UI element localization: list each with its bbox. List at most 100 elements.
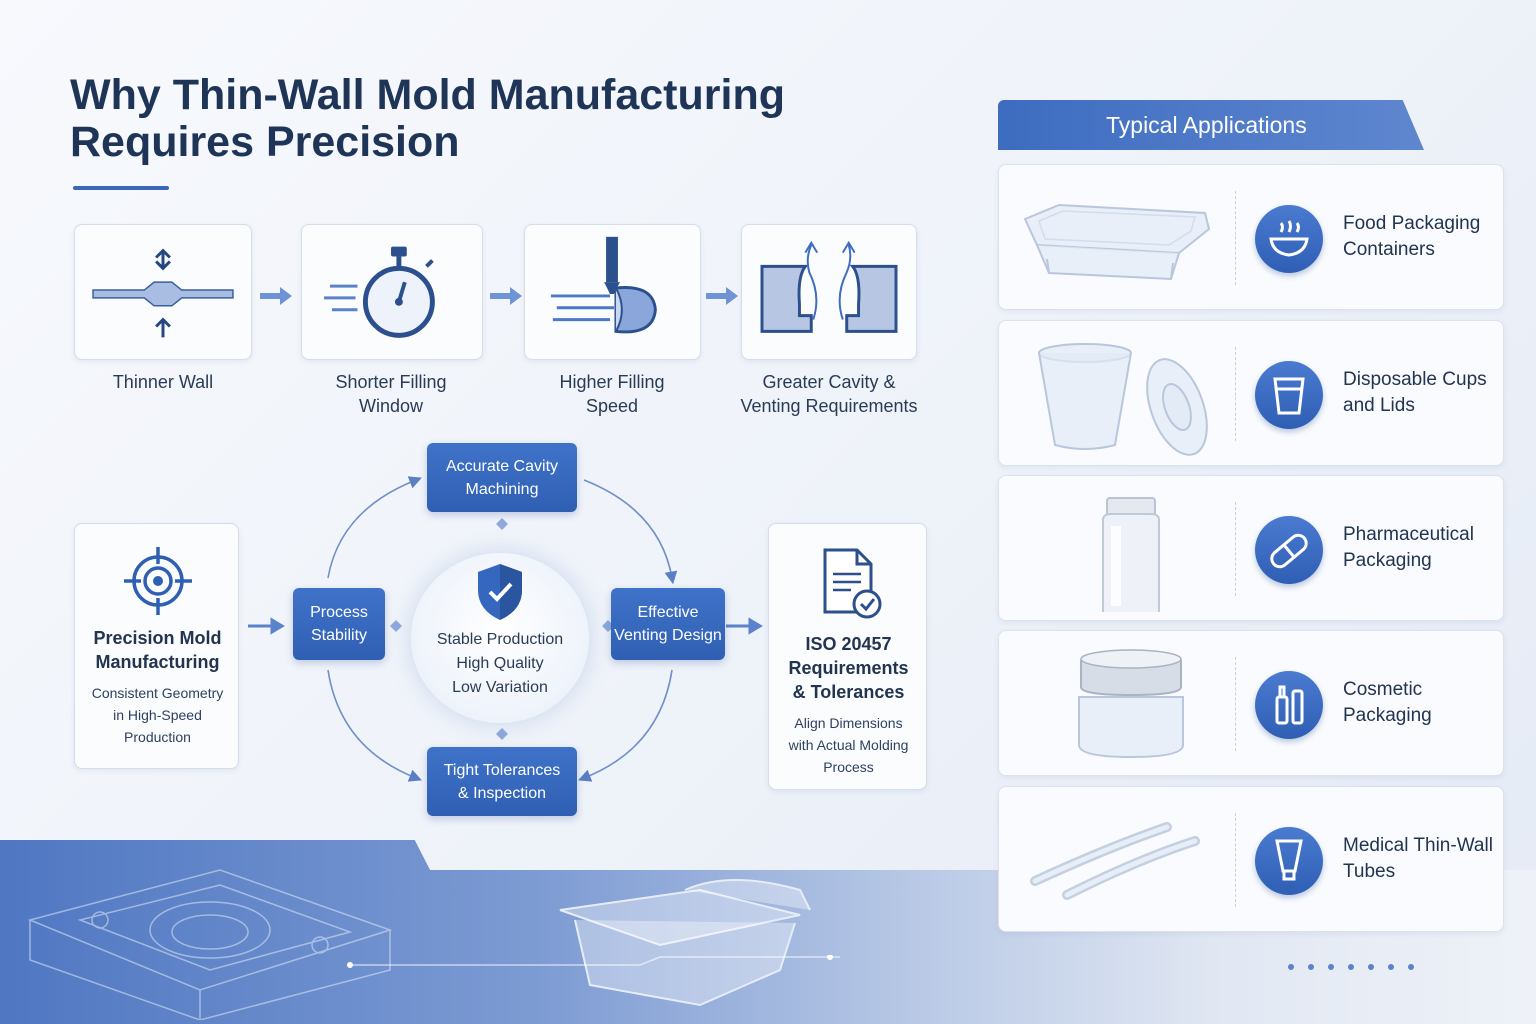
iso-subtitle: Align Dimensions with Actual Molding Pro… xyxy=(769,712,928,778)
arrow-right-icon xyxy=(490,287,522,305)
cycle-box-line: Effective xyxy=(637,604,699,621)
cycle-box-line: Process xyxy=(310,604,368,621)
title-line-2: Requires Precision xyxy=(70,118,460,166)
food-container-image xyxy=(1023,203,1211,281)
cycle-box-line: Stability xyxy=(310,627,368,644)
app-card-cosmetic: Cosmetic Packaging xyxy=(998,630,1504,776)
step-label-shorter-filling: Shorter Filling Window xyxy=(291,370,491,418)
iso-title: ISO 20457 Requirements & Tolerances xyxy=(769,632,928,704)
arrow-right-icon xyxy=(706,287,738,305)
cycle-box-tolerances: Tight Tolerances & Inspection xyxy=(427,747,577,816)
app-card-food-packaging: Food Packaging Containers xyxy=(998,164,1504,310)
applications-header: Typical Applications xyxy=(998,100,1424,150)
arrow-right-icon xyxy=(260,287,292,305)
app-label-line: Containers xyxy=(1343,239,1435,260)
card-title-line: Manufacturing xyxy=(95,652,220,672)
step-card-thinner-wall xyxy=(74,224,252,360)
card-sub-line: in High-Speed xyxy=(113,707,202,723)
step-label-venting: Greater Cavity & Venting Requirements xyxy=(724,370,934,418)
tube-icon xyxy=(1255,827,1323,895)
center-text-line: Stable Production xyxy=(436,631,564,648)
card-sub-line: Process xyxy=(823,759,874,775)
cycle-box-venting-design: Effective Venting Design xyxy=(611,588,725,660)
precision-mold-subtitle: Consistent Geometry in High-Speed Produc… xyxy=(75,682,240,748)
step-card-venting xyxy=(741,224,917,360)
cycle-box-line: & Inspection xyxy=(457,784,547,802)
app-divider xyxy=(1235,657,1236,751)
step-label-line: Window xyxy=(358,396,424,416)
center-text-line: Low Variation xyxy=(452,679,548,696)
pill-bottle-image xyxy=(1102,497,1160,612)
applications-header-text: Typical Applications xyxy=(1106,112,1307,138)
step-label-higher-filling: Higher Filling Speed xyxy=(512,370,712,418)
card-title-line: Requirements xyxy=(788,658,909,678)
app-label-line: Packaging xyxy=(1343,550,1432,571)
cosmetic-bottle-icon xyxy=(1255,671,1323,739)
cycle-box-line: Accurate Cavity xyxy=(445,457,559,475)
venting-cavity-icon xyxy=(760,240,898,333)
injection-nozzle-icon xyxy=(550,236,657,334)
app-divider xyxy=(1235,347,1236,441)
circuit-line xyxy=(347,955,840,968)
tray-illustration xyxy=(559,879,811,1007)
cosmetic-jar-image xyxy=(1078,649,1184,759)
step-card-shorter-filling xyxy=(301,224,483,360)
app-divider xyxy=(1235,502,1236,596)
center-text-line: High Quality xyxy=(456,655,544,672)
app-label-line: Disposable Cups xyxy=(1343,369,1487,390)
app-divider xyxy=(1235,813,1236,907)
app-label-line: Food Packaging xyxy=(1343,213,1481,234)
shield-check-icon xyxy=(478,564,522,620)
app-card-cups: Disposable Cups and Lids xyxy=(998,320,1504,466)
card-title-line: ISO 20457 xyxy=(805,634,892,654)
step-label-line: Higher Filling xyxy=(559,372,665,392)
mold-illustration xyxy=(27,869,393,1020)
title-line-1: Why Thin-Wall Mold Manufacturing xyxy=(70,71,785,119)
step-label-thinner-wall: Thinner Wall xyxy=(74,370,252,394)
app-label-line: and Lids xyxy=(1343,395,1415,416)
card-sub-line: Align Dimensions xyxy=(794,715,903,731)
cycle-box-line: Venting Design xyxy=(614,627,722,644)
card-title-line: Precision Mold xyxy=(93,628,222,648)
precision-mold-card: Precision Mold Manufacturing Consistent … xyxy=(74,523,239,769)
page-title: Why Thin-Wall Mold Manufacturing Require… xyxy=(70,72,930,166)
step-label-line: Thinner Wall xyxy=(112,372,214,392)
app-label-food-packaging: Food Packaging Containers xyxy=(1343,211,1493,263)
step-card-higher-filling xyxy=(524,224,701,360)
step-label-line: Speed xyxy=(585,396,639,416)
app-card-pharmaceutical: Pharmaceutical Packaging xyxy=(998,475,1504,621)
center-text: Stable Production High Quality Low Varia… xyxy=(411,628,589,700)
app-label-cups: Disposable Cups and Lids xyxy=(1343,367,1493,419)
app-label-line: Tubes xyxy=(1343,861,1396,882)
app-label-line: Packaging xyxy=(1343,705,1432,726)
document-check-icon xyxy=(823,548,882,619)
app-label-cosmetic: Cosmetic Packaging xyxy=(1343,677,1493,729)
app-card-medical-tubes: Medical Thin-Wall Tubes xyxy=(998,786,1504,932)
iso-card: ISO 20457 Requirements & Tolerances Alig… xyxy=(768,523,927,790)
stopwatch-icon xyxy=(324,246,435,338)
app-label-line: Cosmetic xyxy=(1343,679,1423,700)
app-label-line: Pharmaceutical xyxy=(1343,524,1474,545)
target-icon xyxy=(124,547,192,615)
cycle-arrows xyxy=(248,476,763,782)
thin-wall-icon xyxy=(92,248,234,338)
bowl-icon xyxy=(1255,205,1323,273)
pagination-dots xyxy=(1288,964,1414,970)
medical-tubes-image xyxy=(1030,822,1200,900)
step-label-line: Greater Cavity & xyxy=(762,372,896,392)
step-label-line: Shorter Filling xyxy=(335,372,447,392)
cup-icon xyxy=(1255,361,1323,429)
capsule-icon xyxy=(1255,516,1323,584)
cycle-box-line: Machining xyxy=(465,480,539,498)
card-sub-line: with Actual Molding xyxy=(788,737,909,753)
cup-and-lid-image xyxy=(1038,343,1208,456)
precision-mold-title: Precision Mold Manufacturing xyxy=(75,626,240,674)
app-label-medical-tubes: Medical Thin-Wall Tubes xyxy=(1343,833,1493,885)
step-label-line: Venting Requirements xyxy=(740,396,918,416)
cycle-box-cavity-machining: Accurate Cavity Machining xyxy=(427,443,577,512)
card-sub-line: Production xyxy=(124,729,191,745)
cycle-box-process-stability: Process Stability xyxy=(293,588,385,660)
cycle-box-line: Tight Tolerances xyxy=(443,761,561,779)
app-label-pharmaceutical: Pharmaceutical Packaging xyxy=(1343,522,1493,574)
title-underline xyxy=(73,186,169,190)
